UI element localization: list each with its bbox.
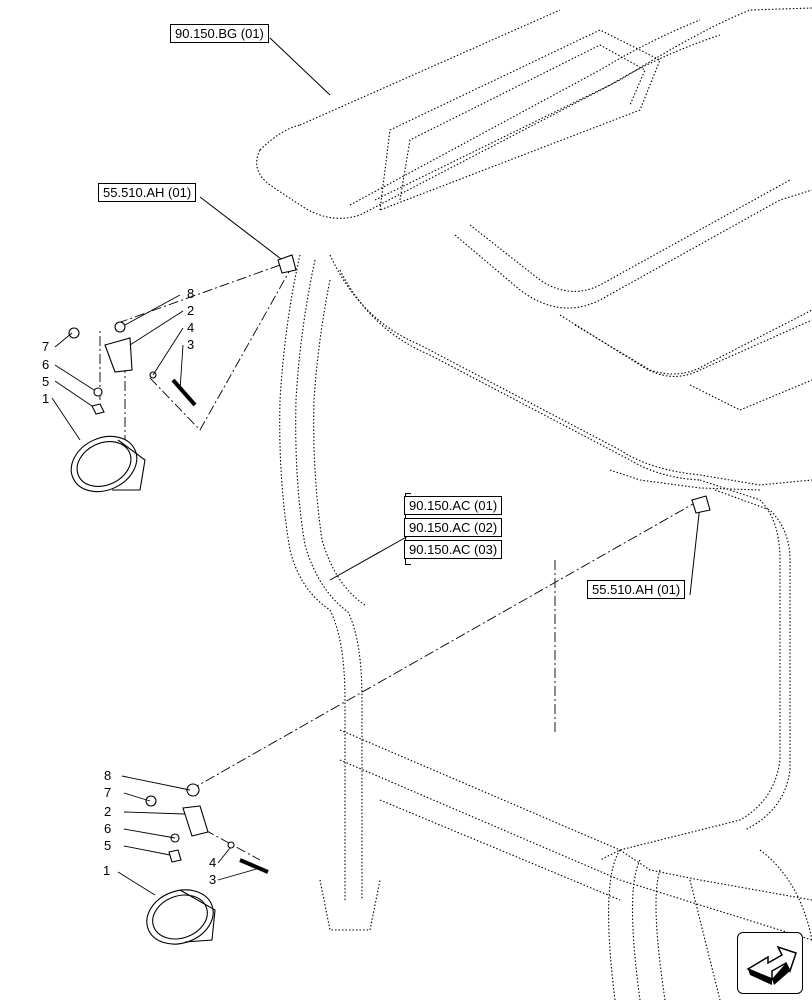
ref-top-cab[interactable]: 90.150.BG (01) bbox=[170, 24, 269, 43]
callout-upper-4: 4 bbox=[187, 320, 195, 335]
callout-upper-2: 2 bbox=[187, 303, 195, 318]
cab-roof bbox=[256, 7, 812, 219]
next-page-arrow-icon bbox=[746, 945, 797, 985]
callout-upper-7: 7 bbox=[42, 339, 50, 354]
ref-cab-group-item[interactable]: 90.150.AC (01) bbox=[404, 496, 503, 515]
callout-lower-6: 6 bbox=[104, 821, 112, 836]
ref-mid-connector[interactable]: 55.510.AH (01) bbox=[587, 580, 686, 599]
callout-lower-3: 3 bbox=[209, 872, 217, 887]
lower-lamp-assembly bbox=[145, 495, 711, 945]
callout-upper-3: 3 bbox=[187, 337, 195, 352]
callout-upper-6: 6 bbox=[42, 357, 50, 372]
callout-lower-5: 5 bbox=[104, 838, 112, 853]
callout-upper-1: 1 bbox=[42, 391, 50, 406]
callout-lower-2: 2 bbox=[104, 804, 112, 819]
ref-cab-group-item[interactable]: 90.150.AC (02) bbox=[404, 518, 503, 537]
ref-upper-connector[interactable]: 55.510.AH (01) bbox=[98, 183, 197, 202]
ref-cab-group-item[interactable]: 90.150.AC (03) bbox=[404, 540, 503, 559]
callout-lower-7: 7 bbox=[104, 785, 112, 800]
next-page-button[interactable] bbox=[737, 932, 803, 994]
callout-lower-4: 4 bbox=[209, 855, 217, 870]
ref-cab-group: 90.150.AC (01) 90.150.AC (02) 90.150.AC … bbox=[404, 496, 503, 562]
a-pillar bbox=[279, 254, 346, 900]
callout-lower-1: 1 bbox=[103, 863, 111, 878]
callout-lower-8: 8 bbox=[104, 768, 112, 783]
callout-upper-5: 5 bbox=[42, 374, 50, 389]
callout-upper-8: 8 bbox=[187, 286, 195, 301]
upper-lamp-assembly bbox=[68, 254, 297, 493]
